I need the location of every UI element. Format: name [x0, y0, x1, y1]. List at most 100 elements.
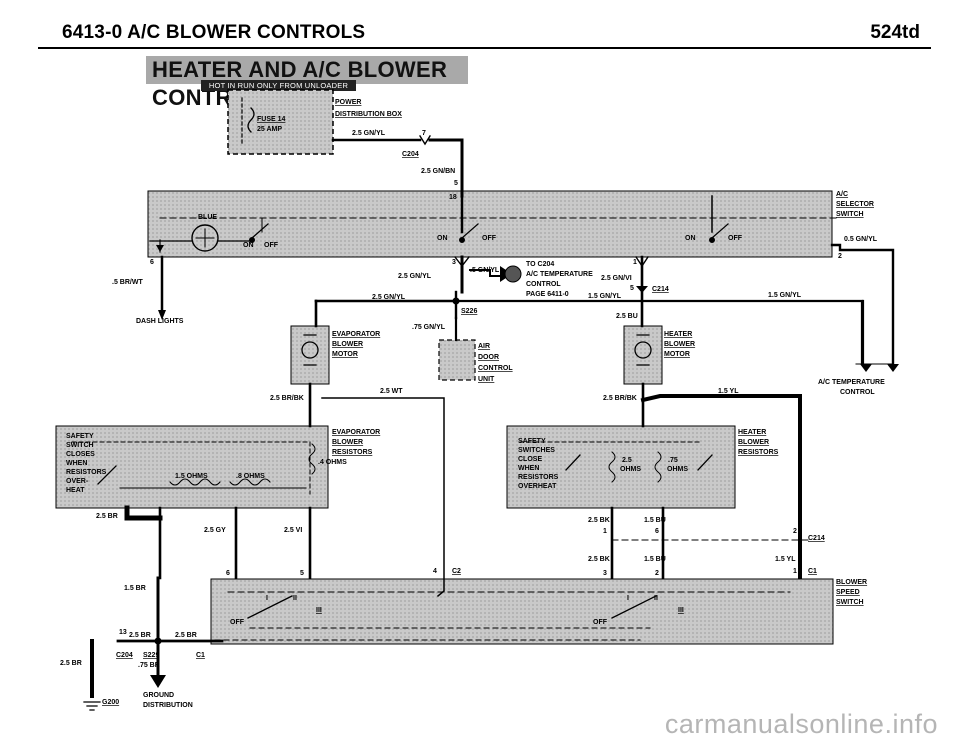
ohm-8: .8 OHMS — [236, 473, 265, 480]
ohm-75: .75 — [668, 457, 678, 464]
evap-resistor-label-2: BLOWER — [332, 439, 363, 446]
header-rule — [38, 47, 931, 49]
pin-5: 5 — [454, 180, 458, 187]
safety-left-line: CLOSES — [66, 451, 95, 458]
on-right: ON — [685, 235, 696, 242]
wire-75br: .75 BR — [138, 662, 160, 669]
wire-05gnyl-mid: .5 GN/YL — [470, 267, 500, 274]
watermark: carmanualsonline.info — [664, 709, 938, 739]
ohm-25: 2.5 — [622, 457, 632, 464]
wire-25bu: 2.5 BU — [616, 313, 638, 320]
ac-selector-label-2: SELECTOR — [836, 201, 874, 208]
switch-off-right: OFF — [593, 619, 608, 626]
heater-motor-label: HEATER — [664, 331, 692, 338]
to-c204-label: TO C204 — [526, 261, 554, 268]
heater-resistor-label: HEATER — [738, 429, 766, 436]
page-header-title: 6413-0 A/C BLOWER CONTROLS — [62, 22, 366, 43]
wire-gnyl-top: 2.5 GN/YL — [352, 130, 386, 137]
evap-resistor-label: EVAPORATOR — [332, 429, 380, 436]
wire-25br-c: 2.5 BR — [175, 632, 197, 639]
connector-c214-b: C214 — [808, 535, 825, 542]
evap-resistor-label-3: RESISTORS — [332, 449, 373, 456]
wire-05gnyl: 0.5 GN/YL — [844, 236, 878, 243]
ohm-r1: OHMS — [620, 466, 641, 473]
ground-label: GROUND — [143, 692, 174, 699]
wire-25vi: 2.5 VI — [284, 527, 302, 534]
heater-motor-label-2: BLOWER — [664, 341, 695, 348]
ac-temp-control-label-2: CONTROL — [526, 281, 561, 288]
pin-3b: 3 — [603, 570, 607, 577]
ground-g200: G200 — [102, 699, 119, 706]
wire-25br-b: 2.5 BR — [129, 632, 151, 639]
heater-resistor-box — [506, 425, 736, 509]
evap-resistor-box — [55, 425, 329, 509]
on-left: ON — [243, 242, 254, 249]
wire-15gnyl-right: 1.5 GN/YL — [768, 292, 802, 299]
ac-temp-right-label: A/C TEMPERATURE — [818, 379, 885, 386]
switch-off-left: OFF — [230, 619, 245, 626]
off-mid: OFF — [482, 235, 497, 242]
fuse-label: FUSE 14 — [257, 116, 286, 123]
wire-15gnyl-mid: 1.5 GN/YL — [588, 293, 622, 300]
pin-5c: 5 — [300, 570, 304, 577]
off-left: OFF — [264, 242, 279, 249]
pin-7: 7 — [422, 130, 426, 137]
heater-resistor-label-3: RESISTORS — [738, 449, 779, 456]
connector-c214-top: C214 — [652, 286, 669, 293]
page-code: 524td — [870, 22, 920, 43]
pin-6: 6 — [150, 259, 154, 266]
on-mid: ON — [437, 235, 448, 242]
wire-brbk-left: 2.5 BR/BK — [270, 395, 304, 402]
wire-25bk-a: 2.5 BK — [588, 517, 610, 524]
safety-right-line: WHEN — [518, 465, 539, 472]
ac-temp-right-label-2: CONTROL — [840, 389, 875, 396]
blower-speed-label-2: SPEED — [836, 589, 860, 596]
safety-left-line: OVER- — [66, 478, 89, 485]
air-door-label-4: UNIT — [478, 376, 495, 383]
safety-right-line: SWITCHES — [518, 447, 555, 454]
fuse-box — [227, 89, 334, 155]
switch-pos-ii-left: II — [293, 595, 297, 602]
fuse-amp-label: 25 AMP — [257, 126, 282, 133]
pin-5b: 5 — [630, 285, 634, 292]
safety-right-line: RESISTORS — [518, 474, 559, 481]
wire-15bu-b: 1.5 BU — [644, 556, 666, 563]
blower-speed-label: BLOWER — [836, 579, 867, 586]
switch-pos-iii-left: III — [316, 607, 322, 614]
wire-gnbn: 2.5 GN/BN — [421, 168, 455, 175]
connector-c1-right: C1 — [808, 568, 817, 575]
wire-brbk-right: 2.5 BR/BK — [603, 395, 637, 402]
pin-2-sel: 2 — [838, 253, 842, 260]
power-dist-label: POWER — [335, 99, 361, 106]
pin-1c: 1 — [793, 568, 797, 575]
air-door-label: AIR — [478, 343, 490, 350]
pin-6b: 6 — [655, 528, 659, 535]
blower-speed-label-3: SWITCH — [836, 599, 864, 606]
ac-selector-label-3: SWITCH — [836, 211, 864, 218]
pin-1: 1 — [633, 259, 637, 266]
pin-13: 13 — [119, 629, 127, 636]
connector-c204-b: C204 — [116, 652, 133, 659]
wire-25gy: 2.5 GY — [204, 527, 226, 534]
pin-1b: 1 — [603, 528, 607, 535]
safety-right-line: SAFETY — [518, 438, 546, 445]
power-dist-label-2: DISTRIBUTION BOX — [335, 111, 402, 118]
connector-c204: C204 — [402, 151, 419, 158]
ohm-15: 1.5 OHMS — [175, 473, 208, 480]
wire-15yl: 1.5 YL — [718, 388, 739, 395]
switch-pos-ii-right: II — [654, 595, 658, 602]
ac-temp-control-label: A/C TEMPERATURE — [526, 271, 593, 278]
wire-25bk-b: 2.5 BK — [588, 556, 610, 563]
wire-15br: 1.5 BR — [124, 585, 146, 592]
pin-6c: 6 — [226, 570, 230, 577]
pin-3: 3 — [452, 259, 456, 266]
switch-pos-i-right: I — [627, 595, 629, 602]
splice-s229: S229 — [143, 652, 159, 659]
ac-selector-label: A/C — [836, 191, 848, 198]
wire-25br-d: 2.5 BR — [60, 660, 82, 667]
air-door-label-3: CONTROL — [478, 365, 513, 372]
pin-18: 18 — [449, 194, 457, 201]
off-right: OFF — [728, 235, 743, 242]
dash-lights-label: DASH LIGHTS — [136, 318, 184, 325]
